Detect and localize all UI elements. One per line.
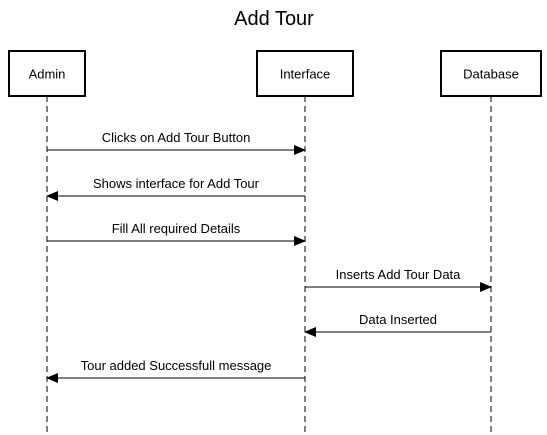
participant-label: Admin bbox=[29, 67, 66, 82]
message-label: Data Inserted bbox=[359, 312, 437, 327]
participant-interface: Interface bbox=[256, 50, 354, 97]
message-4: Inserts Add Tour Data bbox=[305, 267, 492, 292]
message-2: Shows interface for Add Tour bbox=[46, 176, 305, 201]
message-5: Data Inserted bbox=[304, 312, 491, 337]
message-label: Fill All required Details bbox=[112, 221, 241, 236]
message-3: Fill All required Details bbox=[47, 221, 306, 246]
diagram-title: Add Tour bbox=[234, 8, 314, 30]
message-label: Tour added Successfull message bbox=[81, 358, 272, 373]
participant-box bbox=[256, 50, 354, 97]
message-6: Tour added Successfull message bbox=[46, 358, 305, 383]
participant-label: Database bbox=[463, 67, 519, 82]
participant-database: Database bbox=[440, 50, 542, 97]
message-label: Inserts Add Tour Data bbox=[336, 267, 462, 282]
participant-admin: Admin bbox=[8, 50, 86, 97]
participant-box bbox=[440, 50, 542, 97]
participant-label: Interface bbox=[280, 67, 331, 82]
message-1: Clicks on Add Tour Button bbox=[47, 130, 306, 155]
message-label: Shows interface for Add Tour bbox=[93, 176, 260, 191]
message-label: Clicks on Add Tour Button bbox=[102, 130, 251, 145]
participant-box bbox=[8, 50, 86, 97]
